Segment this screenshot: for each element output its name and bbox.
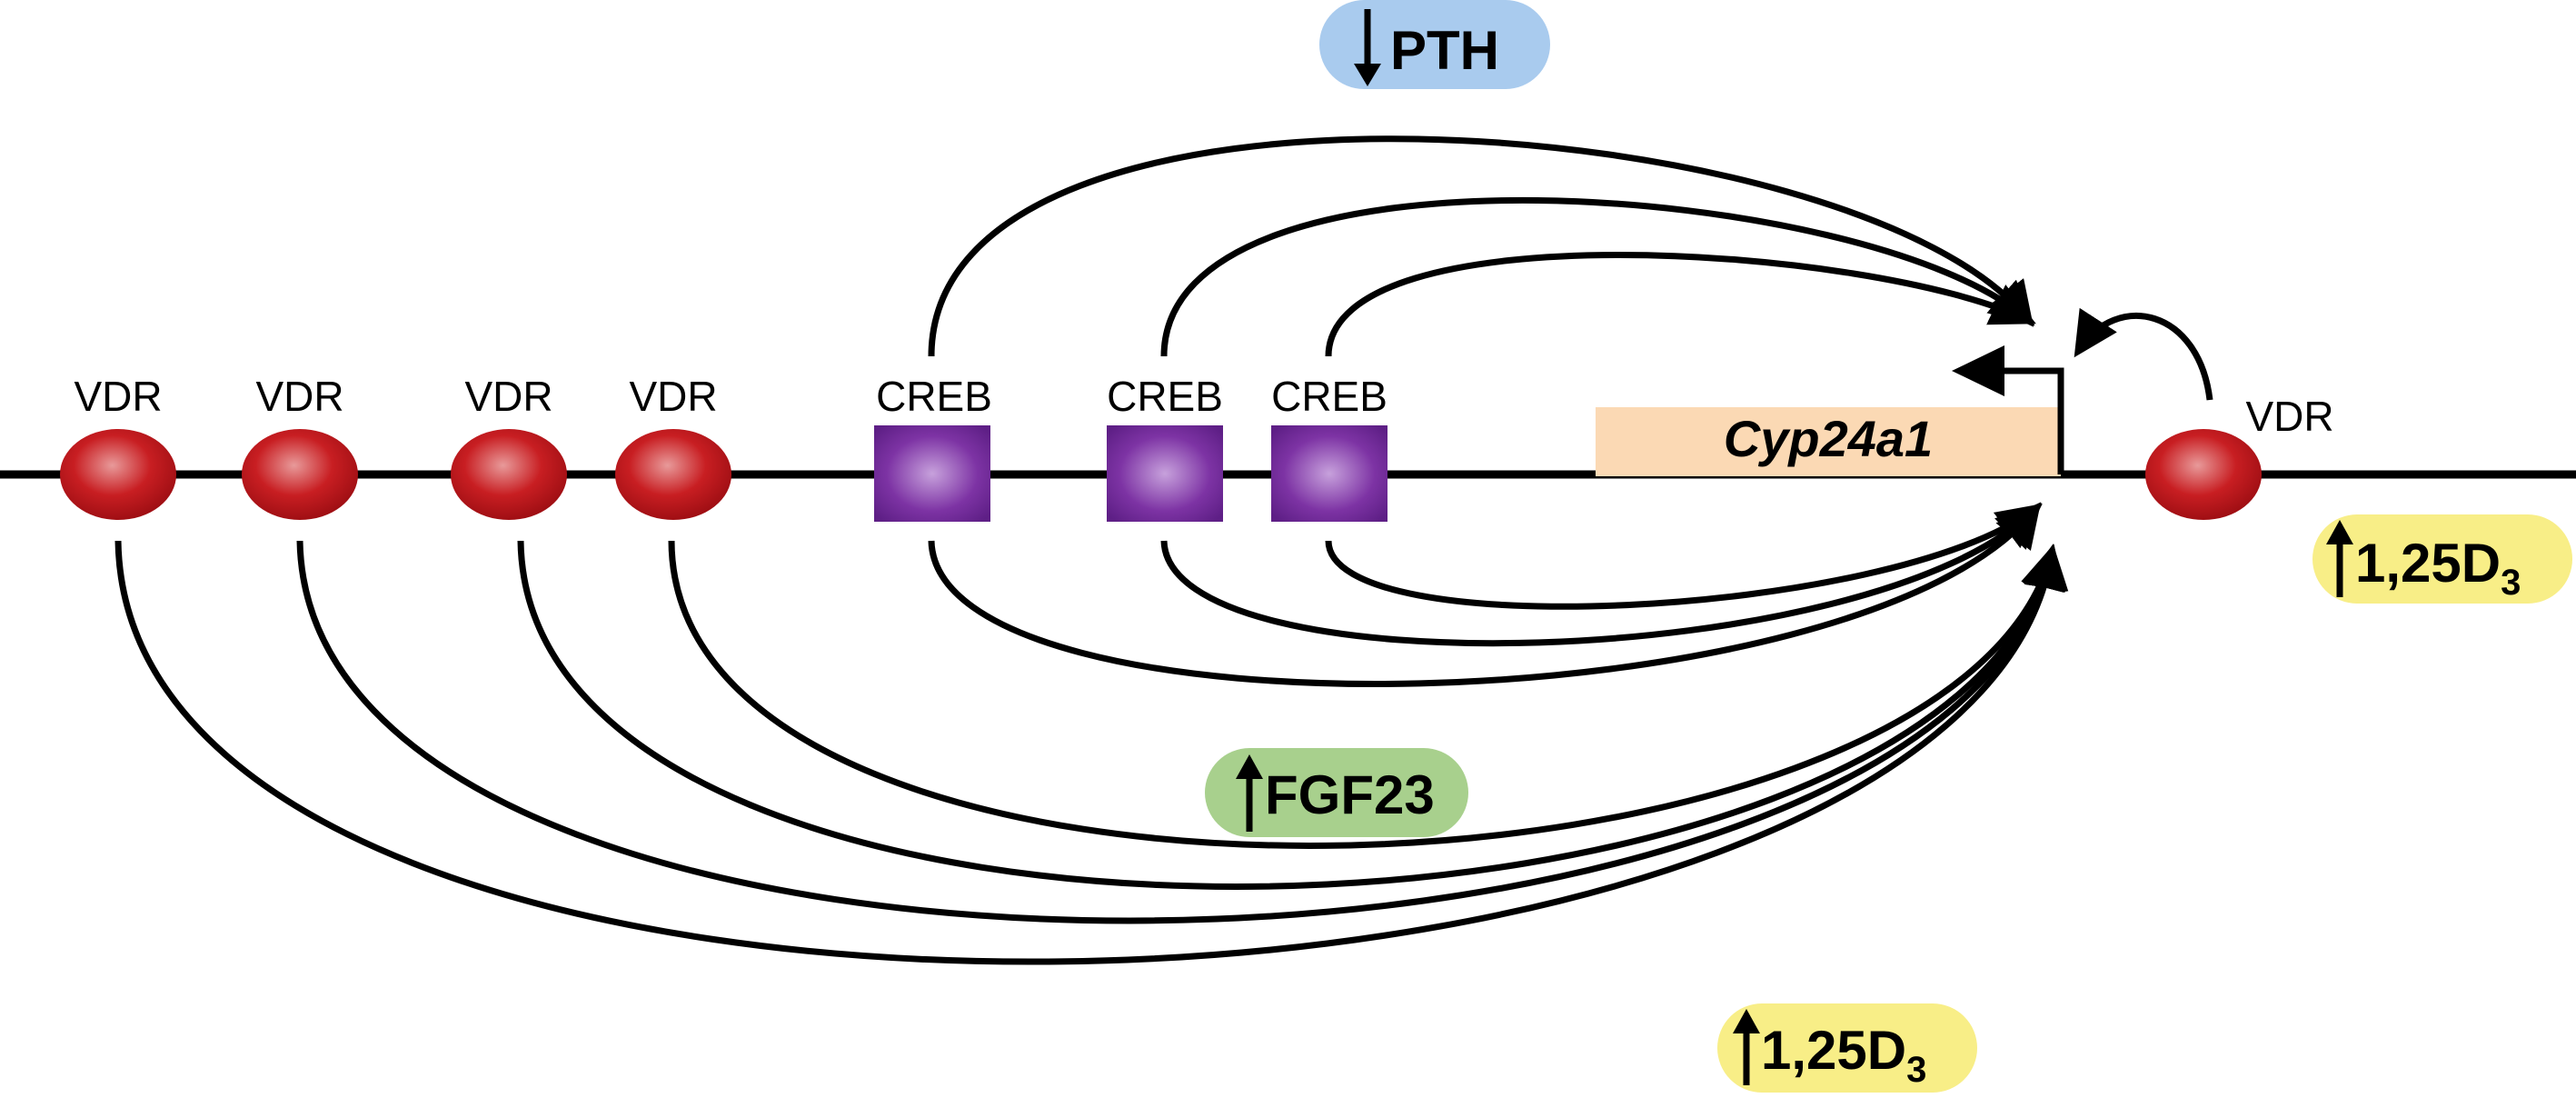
arc-creb-2-bottom (1160, 503, 2042, 647)
vdr-site-4 (615, 429, 731, 520)
vdr-site-2 (242, 429, 358, 520)
fgf23-label: FGF23 (1265, 764, 1435, 825)
arc-creb-1-bottom (928, 502, 2042, 687)
svg-text:1,25D3: 1,25D3 (1761, 1020, 1926, 1090)
gene-label: Cyp24a1 (1724, 410, 1933, 467)
fgf23-signal-badge: FGF23 (1205, 748, 1468, 837)
creb-labels: CREB CREB CREB (876, 373, 1387, 420)
arc-vdr-right (2074, 307, 2213, 401)
arc-creb-1-top (928, 135, 2034, 357)
creb-site-3 (1271, 425, 1387, 522)
vitd-bottom-subscript: 3 (1906, 1050, 1926, 1090)
transcription-start-arrow (1999, 367, 2064, 474)
arc-creb-3-bottom (1325, 504, 2043, 610)
cyp24a1-gene-box (1596, 407, 2061, 476)
down-arrowhead-icon (1354, 64, 1381, 86)
regulatory-arcs (114, 135, 2213, 965)
arc-creb-2-top (1160, 197, 2035, 357)
transcription-start-arrowhead (1952, 345, 2004, 396)
creb-site-1 (874, 425, 990, 522)
vdr-label-2: VDR (255, 373, 343, 420)
vdr-site-3 (451, 429, 567, 520)
vdr-labels: VDR VDR VDR VDR VDR (74, 373, 2333, 440)
creb-label-3: CREB (1271, 373, 1387, 420)
up-arrowhead-icon (1236, 754, 1263, 779)
creb-label-1: CREB (876, 373, 992, 420)
arc-creb-3-top (1325, 252, 2036, 357)
vdr-label-4: VDR (629, 373, 717, 420)
vdr-label-3: VDR (464, 373, 552, 420)
arc-vdr-1-bottom (114, 540, 2069, 965)
vdr-site-5 (2145, 429, 2262, 520)
vitd-signal-badge-bottom: 1,25D3 (1717, 1003, 1977, 1093)
vitd-right-subscript: 3 (2501, 563, 2521, 603)
vitd-right-label: 1,25D (2355, 533, 2501, 594)
creb-site-2 (1107, 425, 1223, 522)
arc-vdr-3-bottom (517, 540, 2066, 890)
up-arrowhead-icon (2326, 520, 2353, 544)
arc-vdr-4-bottom (668, 540, 2064, 849)
svg-text:1,25D3: 1,25D3 (2355, 533, 2521, 603)
vdr-sites (60, 429, 2262, 520)
vitd-signal-badge-right: 1,25D3 (2312, 514, 2572, 604)
pth-label: PTH (1390, 20, 1499, 81)
vdr-site-1 (60, 429, 176, 520)
vdr-label-5: VDR (2245, 393, 2333, 440)
up-arrowhead-icon (1733, 1009, 1760, 1033)
creb-sites (874, 425, 1387, 522)
creb-label-2: CREB (1107, 373, 1223, 420)
pth-signal-badge: PTH (1319, 0, 1550, 89)
vitd-bottom-label: 1,25D (1761, 1020, 1906, 1081)
arc-vdr-2-bottom (296, 540, 2067, 924)
vdr-label-1: VDR (74, 373, 162, 420)
